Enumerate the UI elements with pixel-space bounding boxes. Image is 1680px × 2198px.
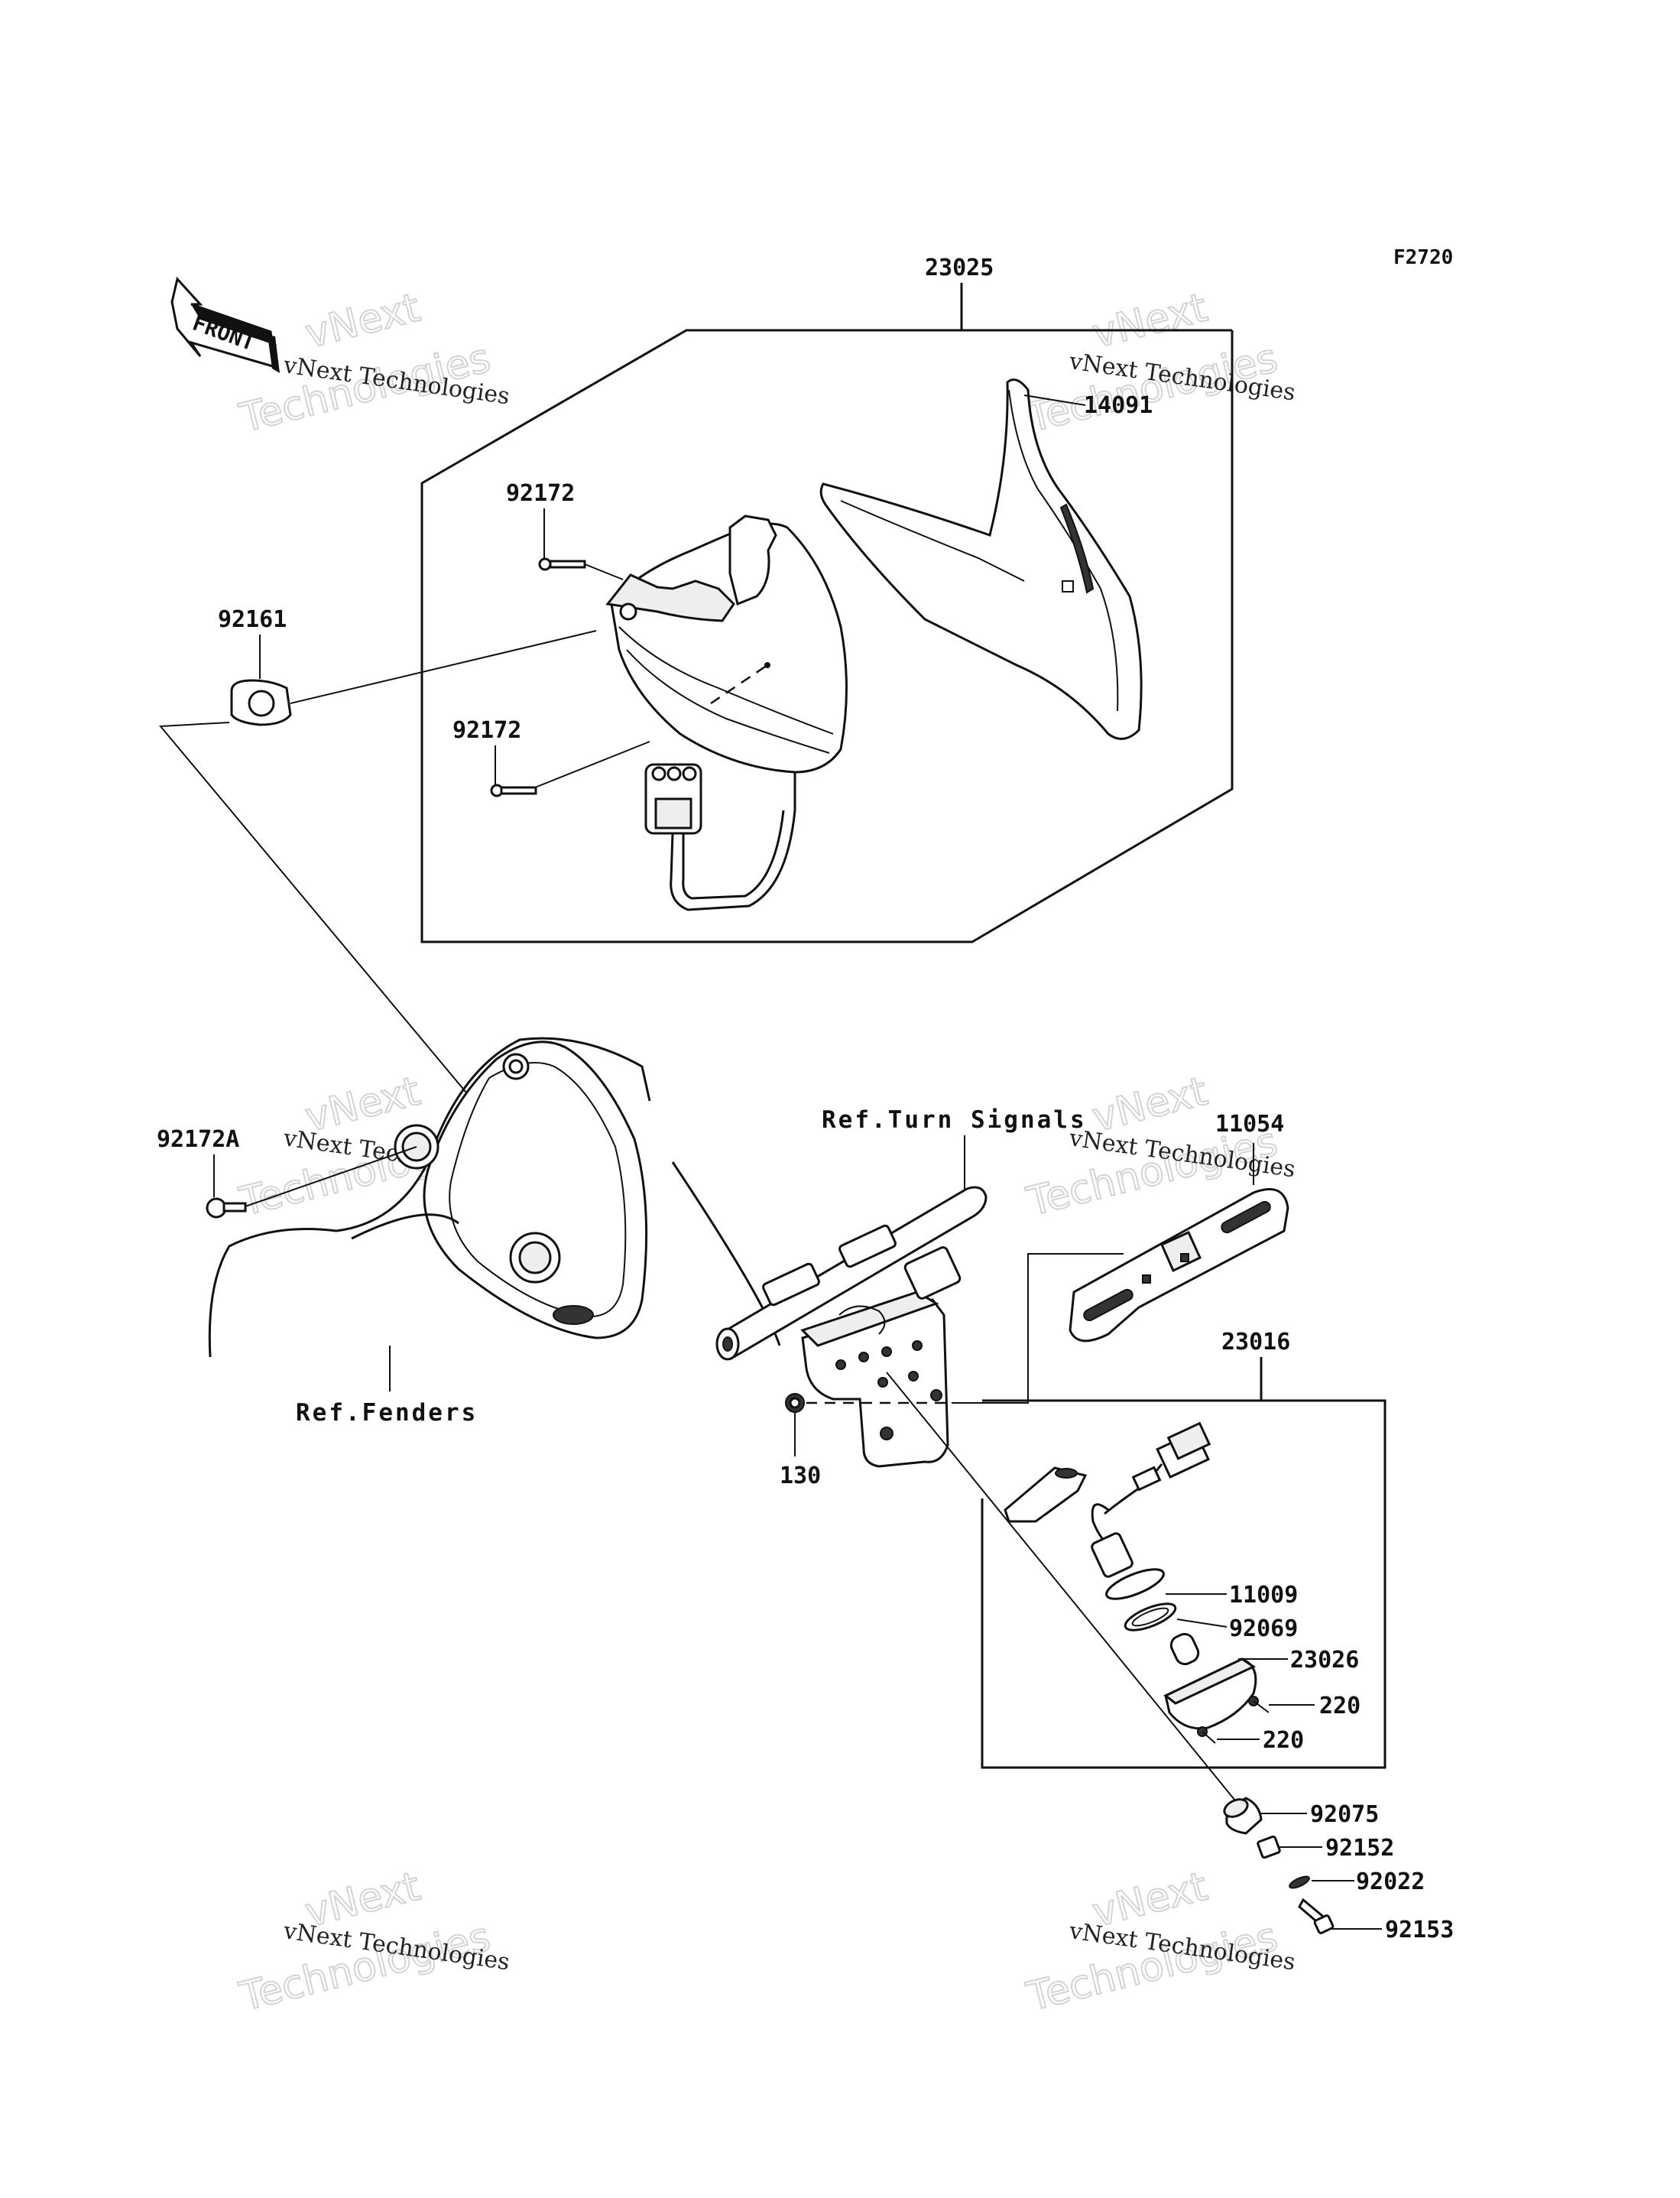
leader-bracket-to-plate	[952, 1253, 1124, 1404]
rear-fender	[208, 1037, 781, 1358]
tail-lamp-housing	[605, 515, 848, 911]
lamp-connector	[644, 763, 702, 835]
grommet-92075	[1223, 1797, 1263, 1835]
callout-11054: 11054	[1215, 1111, 1284, 1138]
leader-assembly-diagonal	[886, 1372, 1239, 1805]
leader-damper-to-housing	[290, 630, 597, 704]
callout-23025: 23025	[925, 255, 994, 281]
callout-92172A: 92172A	[157, 1126, 239, 1153]
watermark-vnext: vNext	[1088, 285, 1212, 358]
watermark-bottom-left: vNext Technologies vNext Technologies	[235, 1863, 511, 2021]
tail-lamp-lens	[819, 378, 1143, 740]
collar-92152	[1257, 1835, 1281, 1859]
watermark-top-right: vNext Technologies vNext Technologies	[1022, 284, 1297, 443]
callout-23016: 23016	[1221, 1329, 1290, 1355]
figure-code: F2720	[1393, 246, 1453, 269]
bolt-130	[785, 1393, 805, 1413]
leader-damper-to-fender	[158, 722, 490, 1121]
turn-signal-bracket	[715, 1186, 988, 1468]
leader-92069	[1176, 1618, 1228, 1628]
callout-92172-top: 92172	[506, 480, 575, 507]
assembly-23025-frame	[420, 283, 1234, 943]
callout-23026: 23026	[1290, 1647, 1359, 1674]
callout-92161: 92161	[218, 606, 287, 633]
washer-92022	[1289, 1875, 1310, 1889]
callout-92172-bottom: 92172	[452, 717, 521, 744]
callout-92022: 92022	[1356, 1868, 1425, 1895]
watermark-bottom-right: vNext Technologies vNext Technologies	[1022, 1863, 1297, 2021]
callout-92075: 92075	[1310, 1801, 1379, 1828]
callout-92152: 92152	[1325, 1835, 1394, 1862]
assembly-23016-frame	[981, 1399, 1386, 1769]
watermark-vnext: vNext	[301, 285, 425, 358]
dashed-alignment	[710, 664, 768, 705]
callout-92069: 92069	[1229, 1615, 1298, 1642]
callout-11009: 11009	[1229, 1582, 1298, 1609]
ref-turn-signals: Ref.Turn Signals	[822, 1106, 1087, 1134]
callout-92153: 92153	[1385, 1917, 1454, 1943]
leader-14091	[1023, 394, 1086, 406]
ref-fenders: Ref.Fenders	[296, 1399, 478, 1427]
callout-14091: 14091	[1084, 392, 1153, 419]
front-arrow-icon: FRONT	[170, 276, 280, 373]
bolt-92172A	[206, 1146, 417, 1219]
screw-92172-top	[538, 535, 624, 580]
callout-220-a: 220	[1319, 1693, 1361, 1719]
callout-220-b: 220	[1263, 1727, 1304, 1754]
damper-92161	[230, 679, 292, 726]
bolt-92153	[1298, 1898, 1335, 1934]
screw-92172-bottom	[490, 741, 650, 797]
callout-130: 130	[780, 1463, 821, 1489]
bracket-11054	[1069, 1188, 1289, 1343]
